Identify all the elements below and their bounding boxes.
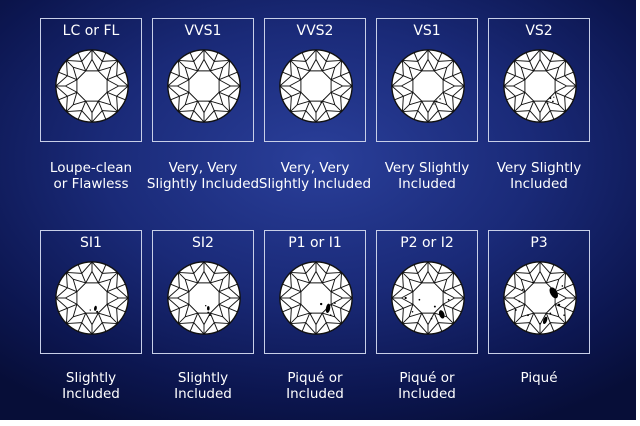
diamond-p1-icon <box>279 261 353 335</box>
diamond-vs1-icon <box>391 49 465 123</box>
grade-title: SI1 <box>80 235 102 251</box>
grade-card-si2: SI2 <box>152 230 254 354</box>
grade-card-vvs2: VVS2 <box>264 18 366 142</box>
grade-title: P3 <box>530 235 548 251</box>
diamond-p2-icon <box>391 261 465 335</box>
grade-title: P1 or I1 <box>288 235 342 251</box>
grade-card-vvs1: VVS1 <box>152 18 254 142</box>
grade-title: VS2 <box>525 23 553 39</box>
diamond-si2-icon <box>167 261 241 335</box>
diamond-vvs2-icon <box>279 49 353 123</box>
diamond-vvs1-icon <box>167 49 241 123</box>
grade-card-p1: P1 or I1 <box>264 230 366 354</box>
grade-card-vs1: VS1 <box>376 18 478 142</box>
grade-title: VVS1 <box>184 23 222 39</box>
diamond-p3-icon <box>503 261 577 335</box>
diamond-vs2-icon <box>503 49 577 123</box>
grade-card-si1: SI1 <box>40 230 142 354</box>
grade-title: LC or FL <box>62 23 120 39</box>
diamond-si1-icon <box>55 261 129 335</box>
diamond-flawless-icon <box>55 49 129 123</box>
grade-card-p3: P3 <box>488 230 590 354</box>
grade-title: VVS2 <box>296 23 334 39</box>
grade-title: SI2 <box>192 235 214 251</box>
grade-card-p2: P2 or I2 <box>376 230 478 354</box>
grade-caption: Piqué <box>520 370 558 386</box>
grade-card-vs2: VS2 <box>488 18 590 142</box>
grade-card-lc-fl: LC or FL <box>40 18 142 142</box>
grade-title: P2 or I2 <box>400 235 454 251</box>
grade-title: VS1 <box>413 23 441 39</box>
